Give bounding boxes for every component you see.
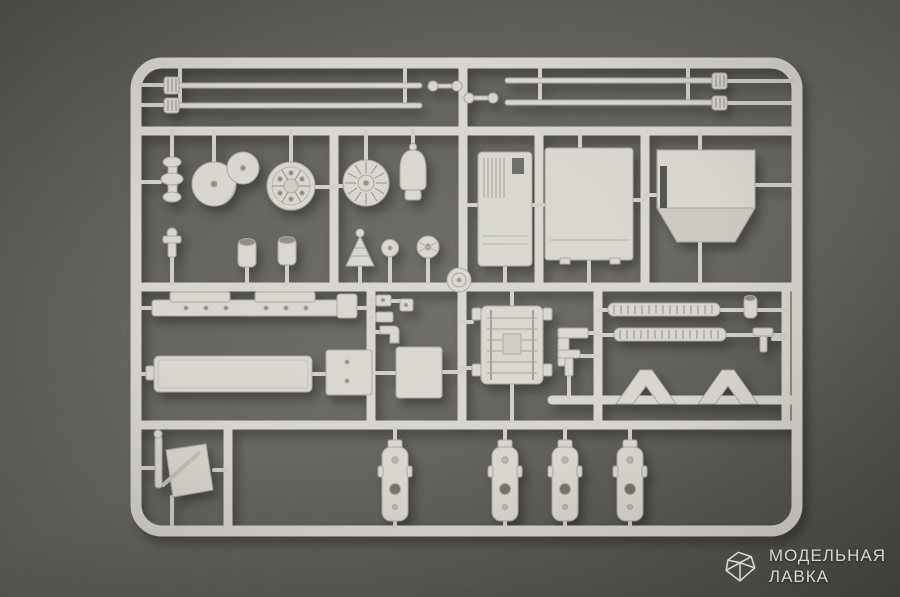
part-elbow-pipe xyxy=(379,325,400,344)
part-spoked-wheel xyxy=(266,161,316,211)
part-small-axles xyxy=(427,80,499,104)
part-suspension-bogie-1 xyxy=(377,439,413,522)
sprue-parts xyxy=(145,72,774,522)
part-gusset-1 xyxy=(615,369,677,405)
part-notched-disc xyxy=(416,235,440,259)
part-long-rod-upper-right xyxy=(504,72,728,90)
part-suspension-bogie-2 xyxy=(487,439,523,522)
part-suspension-bogie-3 xyxy=(547,439,583,522)
part-small-t-part xyxy=(557,349,581,377)
part-long-rod-upper-left xyxy=(163,76,423,95)
sprue-frame-group xyxy=(130,57,803,537)
watermark-line2: ЛАВКА xyxy=(768,566,829,586)
crystal-icon xyxy=(725,551,756,582)
part-ribbed-cone xyxy=(345,228,375,267)
part-long-deck-plate xyxy=(145,355,313,393)
part-small-disc xyxy=(381,239,399,257)
part-gusset-2 xyxy=(697,369,759,405)
sprue-runners xyxy=(136,63,797,531)
part-t-fitting xyxy=(752,327,774,353)
part-stepped-hull-bar xyxy=(151,291,358,319)
part-radiator-grille xyxy=(471,305,553,385)
part-suspension-bogie-4 xyxy=(612,439,648,522)
watermark: МОДЕЛЬНАЯ ЛАВКА xyxy=(721,546,886,587)
part-pulley-stack xyxy=(160,156,184,203)
part-louvered-panel xyxy=(477,151,533,267)
part-dome-housing xyxy=(399,143,427,201)
part-side-cylinder xyxy=(743,295,758,319)
watermark-text: МОДЕЛЬНАЯ ЛАВКА xyxy=(769,546,886,587)
part-small-bracket xyxy=(162,227,182,258)
part-ribbed-strip-1 xyxy=(607,302,721,317)
part-small-box-1 xyxy=(325,349,373,396)
part-long-rod-lower-right xyxy=(504,95,728,111)
sprue-outer-frame xyxy=(130,57,803,537)
watermark-line1: МОДЕЛЬНАЯ xyxy=(768,546,886,566)
part-mud-flap-assembly xyxy=(153,429,214,498)
part-drum-wheel-large xyxy=(191,161,237,207)
part-finned-disc xyxy=(342,159,390,207)
part-long-rod-lower-left xyxy=(163,97,423,114)
part-cylinder-cup-2 xyxy=(277,236,297,266)
part-large-flat-panel xyxy=(544,147,634,265)
part-cylinder-cup-1 xyxy=(237,238,257,268)
part-ribbed-strip-2 xyxy=(613,327,727,342)
part-small-fittings xyxy=(375,294,414,323)
part-round-hatch xyxy=(446,267,472,293)
part-drum-wheel-small xyxy=(226,151,260,185)
part-angled-roof-panel xyxy=(656,149,756,243)
part-small-box-2 xyxy=(395,346,443,399)
